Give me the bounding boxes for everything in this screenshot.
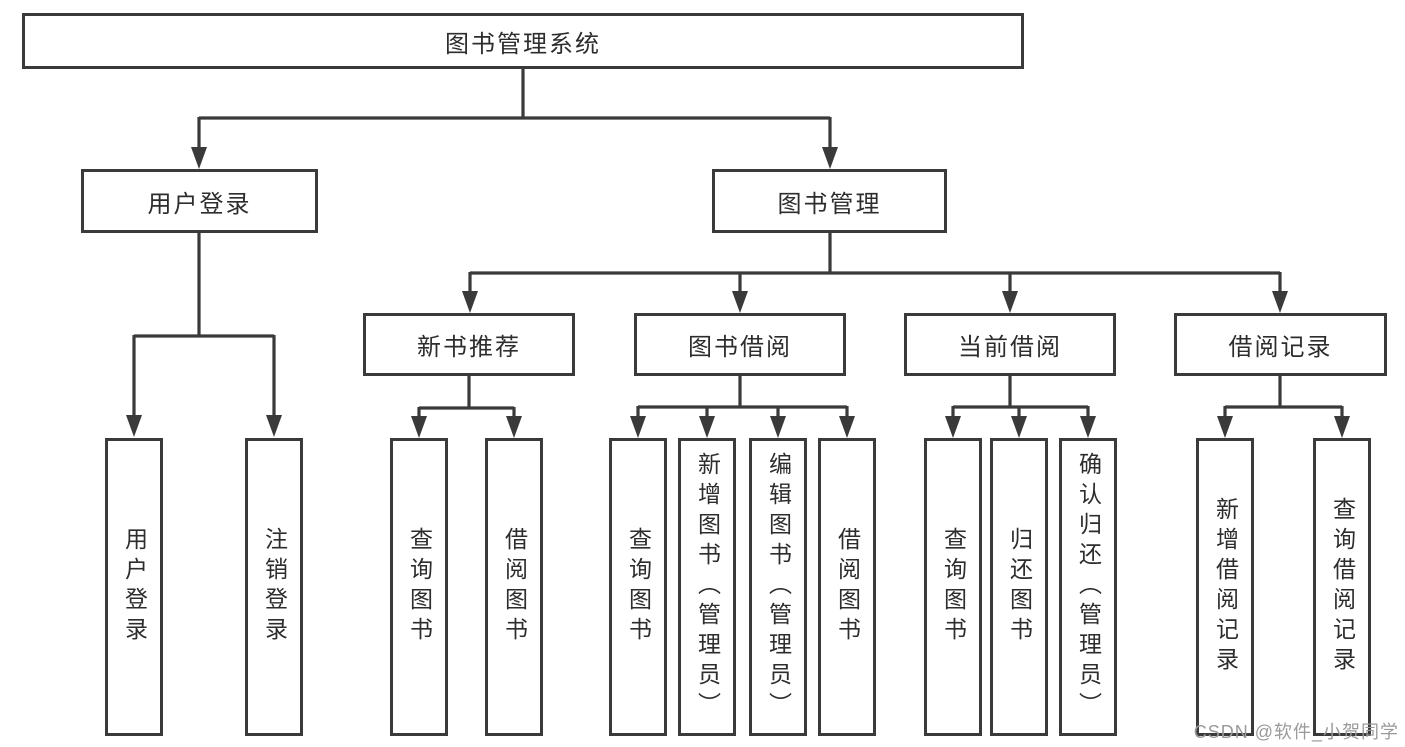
arrow-down-icon xyxy=(1011,416,1027,438)
leaf-label: 确认归还（管理员） xyxy=(1075,452,1102,722)
arrow-down-icon xyxy=(945,416,961,438)
arrow-down-icon xyxy=(839,416,855,438)
arrow-down-icon xyxy=(1217,416,1233,438)
leaf-label: 查询图书 xyxy=(406,527,433,647)
arrow-down-icon xyxy=(770,416,786,438)
leaf-label: 注销登录 xyxy=(261,527,288,647)
leaf-query-books-current: 查询图书 xyxy=(924,438,982,736)
arrow-down-icon xyxy=(699,416,715,438)
node-book-management: 图书管理 xyxy=(712,169,947,233)
arrow-down-icon xyxy=(506,416,522,438)
node-new-book-recommend: 新书推荐 xyxy=(363,313,575,376)
leaf-label: 用户登录 xyxy=(121,527,148,647)
leaf-add-books-admin: 新增图书（管理员） xyxy=(678,438,736,736)
leaf-label: 查询图书 xyxy=(940,527,967,647)
arrow-down-icon xyxy=(266,415,282,437)
leaf-label: 查询借阅记录 xyxy=(1329,497,1356,677)
leaf-query-books-recommend: 查询图书 xyxy=(390,438,448,736)
csdn-watermark: CSDN @软件_小贺同学 xyxy=(1193,722,1399,742)
arrow-down-icon xyxy=(1080,416,1096,438)
leaf-label: 借阅图书 xyxy=(834,527,861,647)
arrow-down-icon xyxy=(732,291,748,313)
arrow-down-icon xyxy=(191,147,207,169)
leaf-borrow-books-borrowing: 借阅图书 xyxy=(818,438,876,736)
node-library-management-system: 图书管理系统 xyxy=(22,13,1024,69)
arrow-down-icon xyxy=(1002,291,1018,313)
leaf-label: 编辑图书（管理员） xyxy=(765,452,792,722)
arrow-down-icon xyxy=(411,416,427,438)
leaf-edit-books-admin: 编辑图书（管理员） xyxy=(749,438,807,736)
leaf-label: 归还图书 xyxy=(1006,527,1033,647)
leaf-return-books: 归还图书 xyxy=(990,438,1048,736)
leaf-add-borrow-record: 新增借阅记录 xyxy=(1196,438,1254,736)
arrow-down-icon xyxy=(462,291,478,313)
leaf-query-borrow-record: 查询借阅记录 xyxy=(1313,438,1371,736)
arrow-down-icon xyxy=(822,147,838,169)
arrow-down-icon xyxy=(1334,416,1350,438)
leaf-label: 新增借阅记录 xyxy=(1212,497,1239,677)
leaf-label: 查询图书 xyxy=(625,527,652,647)
node-book-borrowing: 图书借阅 xyxy=(634,313,846,376)
arrow-down-icon xyxy=(126,415,142,437)
leaf-label: 借阅图书 xyxy=(501,527,528,647)
leaf-query-books-borrowing: 查询图书 xyxy=(609,438,667,736)
leaf-logout: 注销登录 xyxy=(245,438,303,736)
arrow-down-icon xyxy=(1272,291,1288,313)
arrow-down-icon xyxy=(630,416,646,438)
leaf-label: 新增图书（管理员） xyxy=(694,452,721,722)
leaf-borrow-books-recommend: 借阅图书 xyxy=(485,438,543,736)
node-current-borrowing: 当前借阅 xyxy=(904,313,1116,376)
node-borrowing-records: 借阅记录 xyxy=(1174,313,1387,376)
leaf-user-login: 用户登录 xyxy=(105,438,163,736)
node-user-login: 用户登录 xyxy=(81,169,318,233)
leaf-confirm-return-admin: 确认归还（管理员） xyxy=(1059,438,1117,736)
